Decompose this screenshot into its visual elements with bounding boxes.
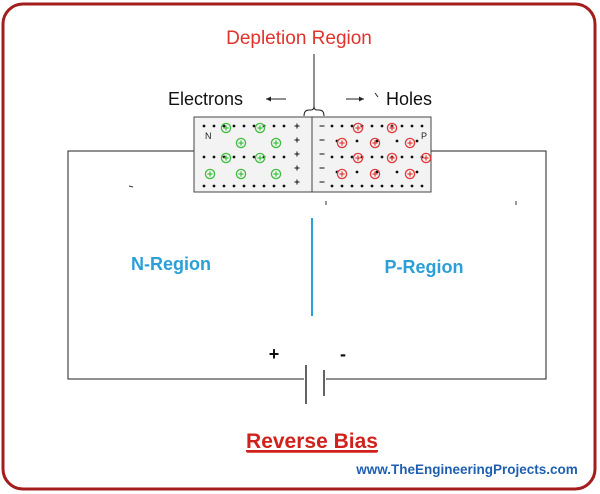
n-region-label: N-Region bbox=[131, 254, 211, 274]
carrier-dot bbox=[415, 170, 419, 174]
carrier-dot bbox=[242, 155, 246, 159]
circuit-wire-left bbox=[67, 150, 304, 380]
donor-ion bbox=[235, 137, 247, 149]
carrier-dot bbox=[410, 155, 414, 159]
carrier-dot bbox=[252, 155, 256, 159]
depletion-region-title: Depletion Region bbox=[226, 28, 372, 49]
carrier-dot bbox=[212, 124, 216, 128]
website-link[interactable]: www.TheEngineeringProjects.com bbox=[355, 462, 578, 477]
carrier-dot bbox=[272, 184, 276, 188]
donor-ion bbox=[270, 137, 282, 149]
donor-ion bbox=[220, 152, 232, 164]
carrier-dot bbox=[355, 170, 359, 174]
carrier-dot bbox=[252, 184, 256, 188]
carrier-dot bbox=[340, 184, 344, 188]
carrier-dot bbox=[212, 184, 216, 188]
carrier-dot bbox=[232, 124, 236, 128]
charge-carriers bbox=[202, 122, 432, 188]
carrier-dot bbox=[380, 124, 384, 128]
carrier-dot bbox=[282, 124, 286, 128]
donor-ion bbox=[235, 168, 247, 180]
acceptor-ion bbox=[404, 168, 416, 180]
holes-arrow-head bbox=[359, 96, 364, 102]
carrier-dot bbox=[370, 124, 374, 128]
carrier-dot bbox=[202, 155, 206, 159]
carrier-dot bbox=[272, 124, 276, 128]
p-region-label: P-Region bbox=[385, 257, 464, 277]
carrier-dot bbox=[420, 124, 424, 128]
electrons-arrow-head bbox=[266, 96, 271, 102]
carrier-dot bbox=[395, 170, 399, 174]
carrier-dot bbox=[330, 124, 334, 128]
carrier-dot bbox=[330, 184, 334, 188]
carrier-dot bbox=[395, 139, 399, 143]
carrier-dot bbox=[375, 139, 379, 143]
carrier-dot bbox=[415, 139, 419, 143]
carrier-dot bbox=[282, 184, 286, 188]
carrier-dot bbox=[340, 124, 344, 128]
acceptor-ion bbox=[352, 152, 364, 164]
carrier-dot bbox=[350, 124, 354, 128]
carrier-dot bbox=[410, 124, 414, 128]
circuit-wire-right bbox=[326, 150, 547, 380]
carrier-dot bbox=[232, 184, 236, 188]
donor-ion bbox=[270, 168, 282, 180]
n-side-letter: N bbox=[205, 131, 212, 141]
carrier-dot bbox=[202, 124, 206, 128]
p-side-letter: P bbox=[421, 131, 427, 141]
acceptor-ion bbox=[386, 152, 398, 164]
carrier-dot bbox=[400, 124, 404, 128]
donor-ion bbox=[220, 122, 232, 134]
carrier-dot bbox=[420, 184, 424, 188]
stray-mark-left bbox=[128, 185, 134, 188]
acceptor-ion bbox=[420, 152, 432, 164]
carrier-dot bbox=[400, 184, 404, 188]
carrier-dot bbox=[272, 155, 276, 159]
acceptor-ion bbox=[369, 137, 381, 149]
battery-minus-sign: - bbox=[340, 344, 346, 364]
carrier-dot bbox=[212, 155, 216, 159]
carrier-dot bbox=[222, 124, 226, 128]
carrier-dot bbox=[242, 124, 246, 128]
carrier-dot bbox=[222, 184, 226, 188]
carrier-dot bbox=[410, 184, 414, 188]
carrier-dot bbox=[340, 155, 344, 159]
donor-ion bbox=[204, 168, 216, 180]
carrier-dot bbox=[232, 155, 236, 159]
reverse-bias-caption: Reverse Bias bbox=[246, 430, 378, 453]
donor-ion bbox=[254, 152, 266, 164]
holes-label: Holes bbox=[386, 89, 432, 109]
carrier-dot bbox=[350, 155, 354, 159]
carrier-dot bbox=[262, 184, 266, 188]
carrier-dot bbox=[242, 184, 246, 188]
carrier-dot bbox=[350, 184, 354, 188]
depletion-brace bbox=[303, 105, 325, 117]
acceptor-ion bbox=[336, 137, 348, 149]
carrier-dot bbox=[370, 184, 374, 188]
carrier-dot bbox=[380, 184, 384, 188]
acceptor-ion bbox=[369, 168, 381, 180]
battery-plus-sign: + bbox=[269, 344, 280, 364]
carrier-dot bbox=[360, 184, 364, 188]
carrier-dot bbox=[252, 124, 256, 128]
carrier-dot bbox=[380, 155, 384, 159]
carrier-dot bbox=[390, 184, 394, 188]
carrier-dot bbox=[375, 170, 379, 174]
holes-tick-mark bbox=[374, 92, 379, 98]
acceptor-ion bbox=[404, 137, 416, 149]
acceptor-ion bbox=[386, 122, 398, 134]
acceptor-ion bbox=[352, 122, 364, 134]
carrier-dot bbox=[355, 139, 359, 143]
carrier-dot bbox=[330, 155, 334, 159]
carrier-dot bbox=[370, 155, 374, 159]
electrons-label: Electrons bbox=[168, 89, 243, 109]
donor-ion bbox=[254, 122, 266, 134]
carrier-dot bbox=[400, 155, 404, 159]
carrier-dot bbox=[282, 155, 286, 159]
acceptor-ion bbox=[336, 168, 348, 180]
carrier-dot bbox=[202, 184, 206, 188]
